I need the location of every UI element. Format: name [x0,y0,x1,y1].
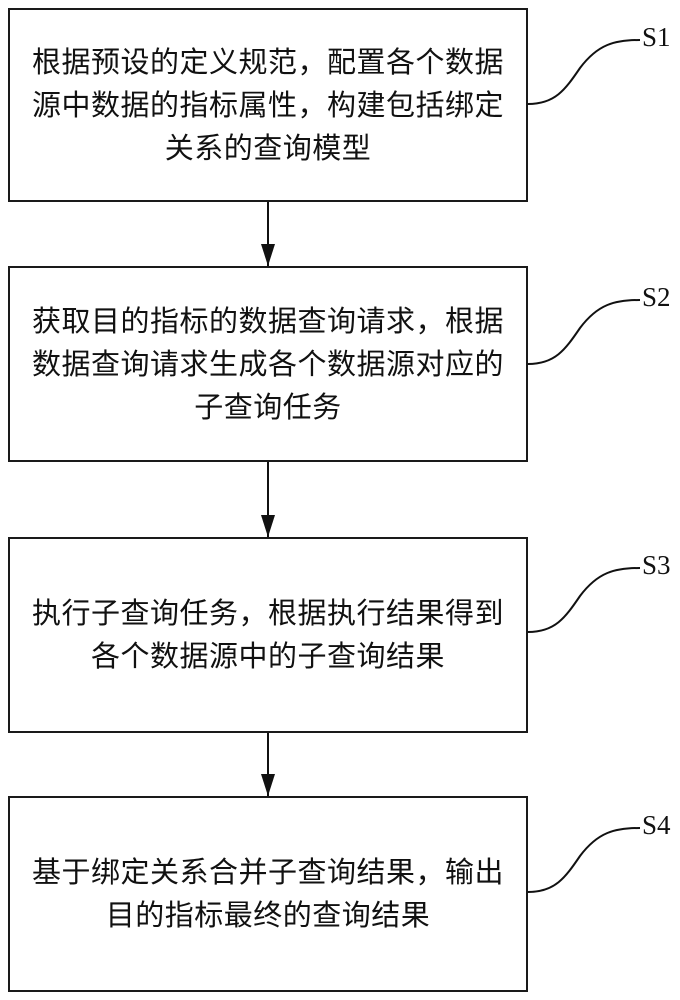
arrowhead-s1-to-s2 [261,244,275,266]
step-label-s2: S2 [642,282,671,312]
leader-line-s4 [527,827,641,893]
leader-line-s3 [527,567,641,633]
leader-line-s2 [527,299,641,365]
step-box-s3: 执行子查询任务，根据执行结果得到各个数据源中的子查询结果 [8,537,528,733]
step-text-s1: 根据预设的定义规范，配置各个数据源中数据的指标属性，构建包括绑定关系的查询模型 [31,44,504,165]
step-label-s3: S3 [642,550,671,580]
step-text-s3: 执行子查询任务，根据执行结果得到各个数据源中的子查询结果 [31,596,504,673]
step-box-s1: 根据预设的定义规范，配置各个数据源中数据的指标属性，构建包括绑定关系的查询模型 [8,8,528,202]
step-label-s4: S4 [642,810,671,840]
arrowhead-s2-to-s3 [261,515,275,537]
arrowhead-s3-to-s4 [261,774,275,796]
step-text-s4: 基于绑定关系合并子查询结果，输出目的指标最终的查询结果 [31,855,504,932]
step-box-s2: 获取目的指标的数据查询请求，根据数据查询请求生成各个数据源对应的子查询任务 [8,266,528,462]
step-text-s2: 获取目的指标的数据查询请求，根据数据查询请求生成各个数据源对应的子查询任务 [31,303,504,424]
step-box-s4: 基于绑定关系合并子查询结果，输出目的指标最终的查询结果 [8,796,528,992]
step-label-s1: S1 [642,22,671,52]
leader-line-s1 [527,39,641,105]
